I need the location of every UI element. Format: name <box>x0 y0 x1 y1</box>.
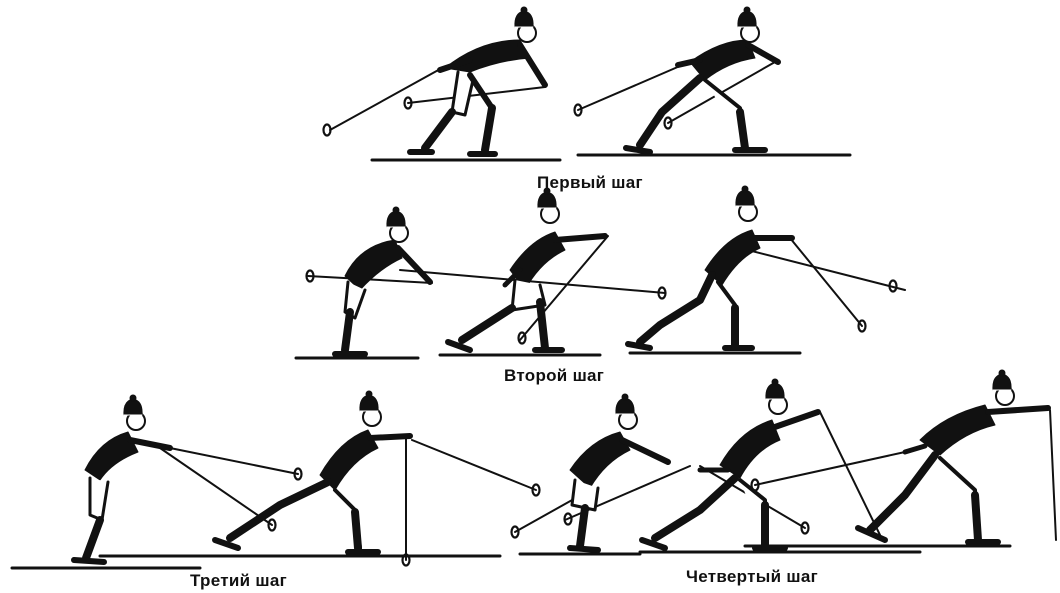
row2-skier-c <box>628 186 905 353</box>
caption-step-4: Четвертый шаг <box>686 567 818 587</box>
caption-step-1: Первый шаг <box>537 173 643 193</box>
row2-skier-a <box>296 207 666 358</box>
caption-step-3: Третий шаг <box>190 571 287 591</box>
row1-skier-a <box>324 7 561 160</box>
row3-skier-a <box>12 395 302 568</box>
row3-skier-b <box>100 391 540 566</box>
row2-skier-b <box>440 188 608 355</box>
row1-skier-b <box>575 7 851 155</box>
caption-step-2: Второй шаг <box>504 366 604 386</box>
